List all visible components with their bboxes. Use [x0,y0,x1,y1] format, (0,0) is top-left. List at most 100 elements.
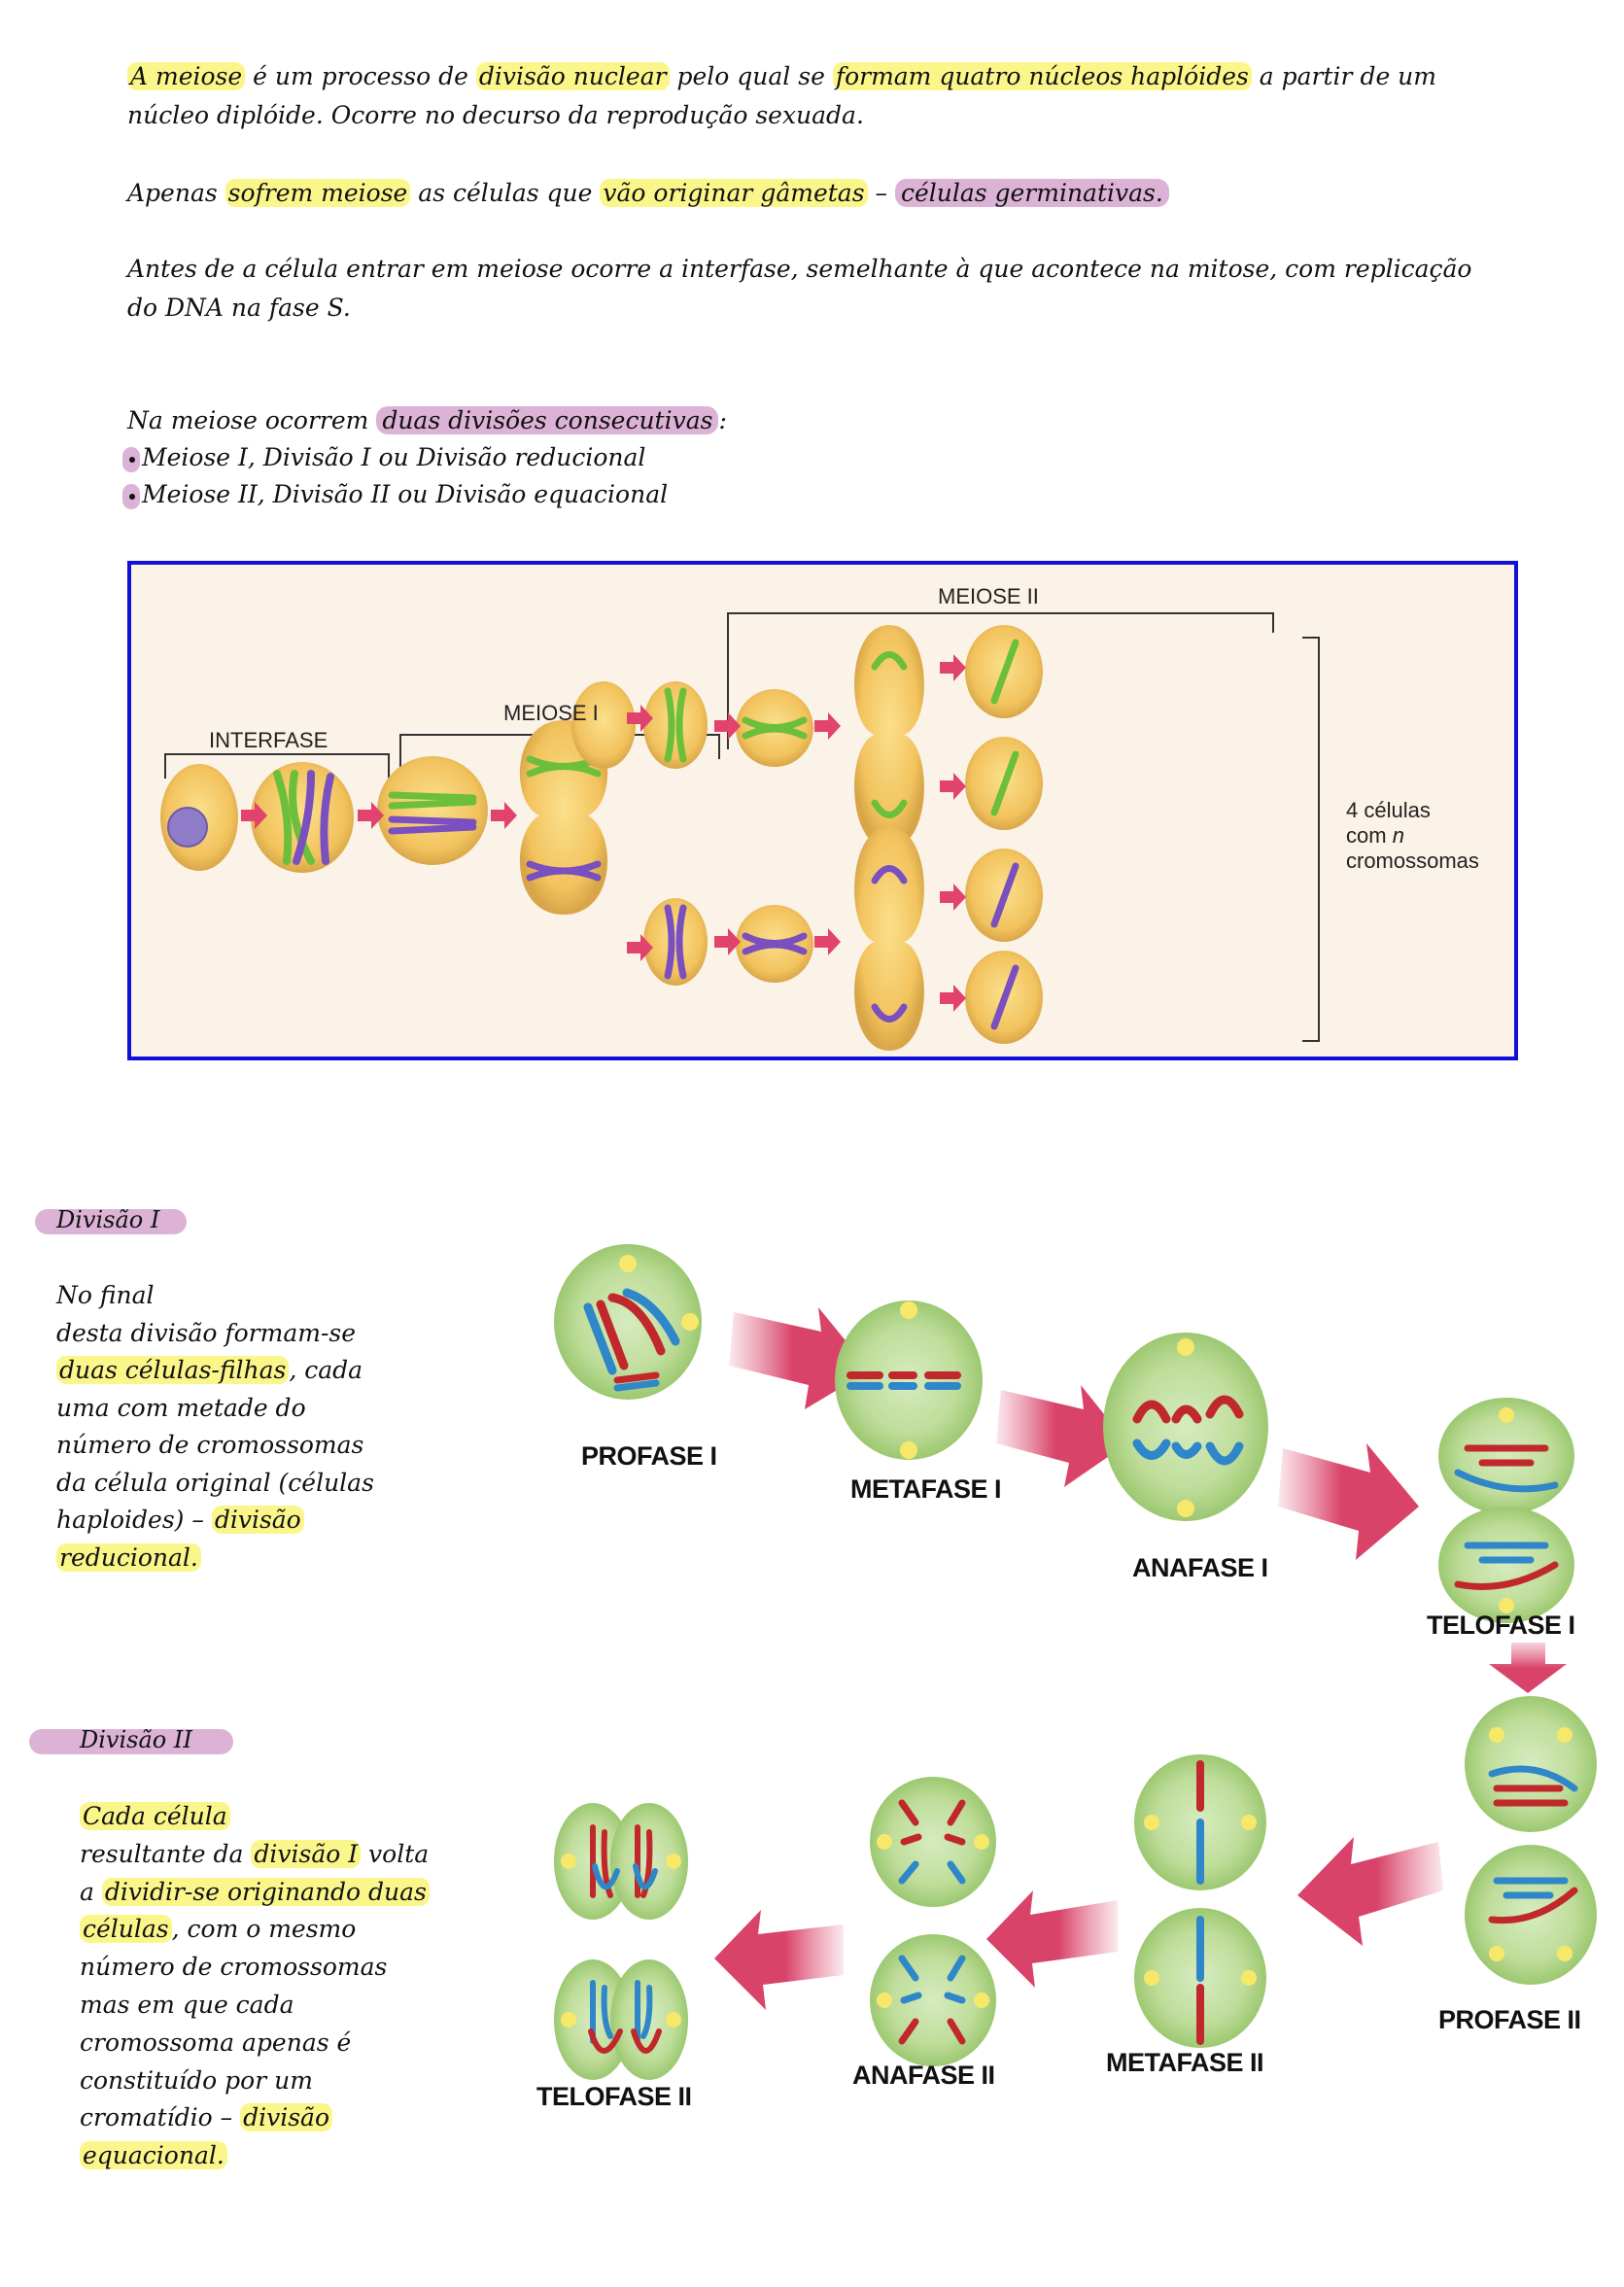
text-line: constituído por um [80,2062,430,2100]
centrosome-icon [1144,1815,1159,1830]
arrow-icon [1278,1443,1419,1560]
text-run: haploides) – [56,1506,212,1534]
arrow-icon [996,1385,1127,1487]
text-line: células, com o mesmo [80,1911,430,1949]
text-line: número de cromossomas [56,1427,374,1465]
highlighted-text: Cada célula [80,1802,230,1830]
arrow-icon [940,654,966,681]
text-run: – [867,179,895,207]
division-1-diagram [554,1244,1574,1623]
centrosome-icon [1557,1946,1572,1961]
division-2-title: Divisão II [80,1726,192,1753]
highlighted-text: divisão nuclear [475,62,670,90]
centrosome-icon [561,2012,576,2027]
arrow-icon [241,802,267,829]
text-run: mas em que cada [80,1990,294,2019]
text-run: No final [56,1281,155,1309]
p4-prefix: Na meiose ocorrem [127,406,377,434]
text-line: cromossoma apenas é [80,2025,430,2062]
phase-label-telophase-2: TELOFASE II [536,2082,692,2111]
bullet-icon [122,446,140,472]
bullet-icon [122,483,140,509]
text-run: pelo qual se [669,62,833,90]
text-run: Apenas [127,179,225,207]
nucleus [167,807,208,848]
division-2-text: Cada célula resultante da divisão I volta… [80,1798,430,2175]
centrosome-icon [877,1834,892,1850]
intro-paragraph-3-line-2: do DNA na fase S. [127,294,351,322]
centrosome-icon [666,1854,681,1869]
highlighted-text: formam quatro núcleos haplóides [832,62,1252,90]
centrosome-icon [666,2012,681,2027]
centrosome-icon [974,1834,989,1850]
text-run: volta [361,1839,430,1868]
centrosome-icon [1241,1970,1257,1986]
division-2-label: Divisão II [29,1726,233,1754]
highlighted-text: divisão [240,2103,333,2132]
interfase-cell [160,764,238,871]
telophase-1-cell [1438,1398,1574,1623]
text-run: da célula original (células [56,1468,374,1497]
result-line-1: 4 células [1346,798,1431,822]
highlighted-text: vão originar gâmetas [600,179,868,207]
highlighted-text: divisão I [251,1839,362,1868]
anaphase-2-cells [870,1777,996,2066]
anaphase-1-cell [1103,1333,1268,1521]
arrow-icon [714,928,741,955]
text-line: equacional. [80,2137,430,2175]
bullet-item: Meiose I, Divisão I ou Divisão reduciona… [122,443,645,472]
highlighted-text: A meiose [127,62,246,90]
division-1-text: No final desta divisão formam-se duas célu… [56,1277,374,1577]
text-run: é um processo de [245,62,476,90]
label-meiose-2: MEIOSE II [938,584,1039,608]
overview-arrows [241,654,966,1012]
text-run: constituído por um [80,2065,313,2095]
highlighted-text: divisão [211,1506,304,1534]
meiose2-top-row [643,625,1043,849]
arrow-icon [714,1910,844,2010]
result-bracket [1302,637,1320,1042]
text-run: a [80,1877,102,1906]
highlighted-text: equacional. [80,2141,227,2170]
phase-brackets [164,612,1320,1042]
metaphase-2-cells [1134,1754,1266,2048]
centrosome-icon [1144,1970,1159,1986]
centrosome-icon [1499,1407,1514,1423]
metaphase1-cell [377,756,488,865]
highlighted-text: duas células-filhas [56,1356,290,1384]
centrosome-icon [877,1992,892,2008]
text-line: uma com metade do [56,1390,374,1428]
arrow-icon [627,934,653,961]
bullet-item: Meiose II, Divisão II ou Divisão equacio… [122,480,668,509]
result-line-2: com n [1346,823,1479,849]
text-run: número de cromossomas [80,1953,388,1982]
text-run: desta divisão formam-se [56,1318,357,1347]
arrow-icon [714,712,741,740]
text-run: número de cromossomas [56,1431,364,1459]
p4-highlight: duas divisões consecutivas [376,406,719,434]
arrow-icon [814,928,841,955]
text-line: a dividir-se originando duas [80,1874,430,1912]
intro-paragraph-4: Na meiose ocorrem duas divisões consecut… [127,406,727,434]
arrow-icon [729,1307,870,1409]
arrow-icon [986,1890,1118,1988]
highlighted-text: dividir-se originando duas [101,1877,430,1906]
text-run: as células que [410,179,601,207]
anaphase1-cell [519,720,608,915]
highlighted-text: reducional. [56,1542,201,1572]
centrosome-icon [681,1313,699,1331]
text-run: resultante da [80,1839,252,1868]
text-line: duas células-filhas, cada [56,1352,374,1390]
centrosome-icon [900,1441,917,1459]
centrosome-icon [1177,1338,1194,1356]
arrow-icon [940,884,966,911]
text-line: haploides) – divisão [56,1502,374,1540]
text-line: resultante da divisão I volta [80,1836,430,1874]
centrosome-icon [900,1301,917,1319]
label-result: 4 células com n cromossomas [1346,798,1479,874]
result-line-3: cromossomas [1346,849,1479,873]
arrow-icon [940,773,966,800]
phase-label-metaphase-2: METAFASE II [1106,2048,1264,2077]
text-line: mas em que cada [80,1987,430,2025]
prophase-2-cells [1465,1696,1597,1985]
